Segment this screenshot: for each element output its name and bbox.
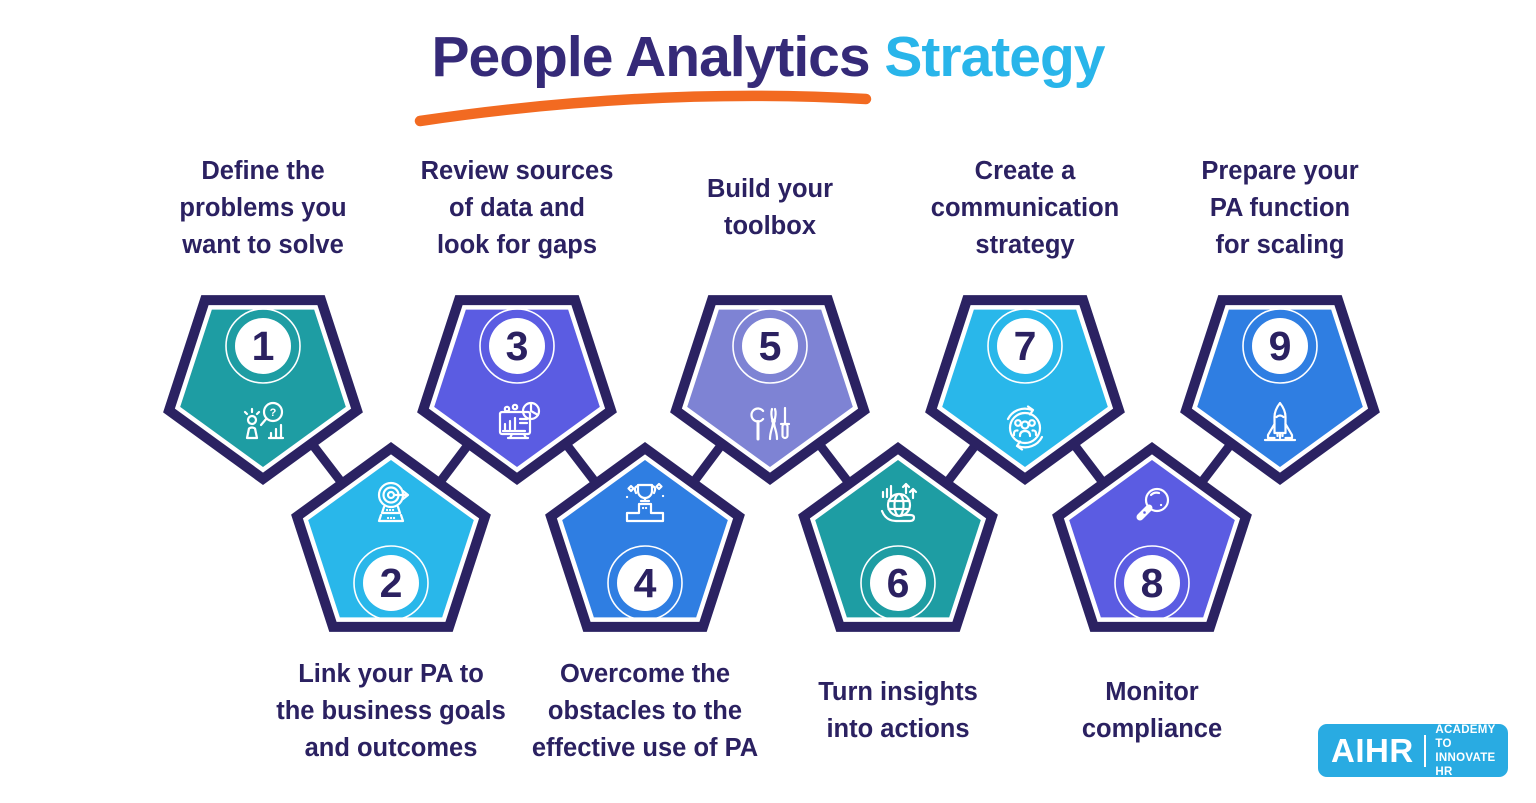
step-label-1: Define the problems you want to solve bbox=[179, 156, 347, 259]
number-ring bbox=[353, 545, 429, 621]
problem-analysis-icon: ? bbox=[243, 401, 285, 440]
number-ring bbox=[1114, 545, 1190, 621]
pentagon-step-7: 7 bbox=[925, 295, 1125, 485]
step-number: 2 bbox=[380, 560, 403, 606]
number-circle bbox=[617, 555, 673, 611]
number-circle bbox=[1124, 555, 1180, 611]
pentagon-step-4: 4 bbox=[545, 442, 745, 632]
trophy-podium-icon bbox=[625, 482, 665, 523]
insights-globe-icon bbox=[880, 482, 918, 523]
page-title: People Analytics Strategy bbox=[0, 24, 1536, 90]
number-ring bbox=[860, 545, 936, 621]
step-number: 3 bbox=[506, 323, 529, 369]
compliance-magnifier-icon bbox=[1136, 487, 1170, 521]
step-label-7: Create a communication strategy bbox=[930, 156, 1120, 259]
data-dashboard-icon bbox=[498, 401, 541, 440]
title-accent: Strategy bbox=[884, 25, 1105, 89]
title-main: People Analytics bbox=[431, 25, 871, 89]
number-ring bbox=[607, 545, 683, 621]
step-number: 8 bbox=[1141, 560, 1164, 606]
number-circle bbox=[997, 318, 1053, 374]
aihr-logo-divider bbox=[1423, 734, 1427, 767]
step-label-6: Turn insights into actions bbox=[818, 678, 978, 743]
number-ring bbox=[1242, 308, 1318, 384]
pentagon-step-8: 8 bbox=[1052, 442, 1252, 632]
number-circle bbox=[489, 318, 545, 374]
aihr-logo: AIHR ACADEMY TO INNOVATE HR bbox=[1318, 723, 1508, 778]
number-ring bbox=[479, 308, 555, 384]
step-label-5: Build your toolbox bbox=[706, 175, 834, 240]
step-label-8: Monitor compliance bbox=[1081, 678, 1223, 743]
svg-text:?: ? bbox=[270, 407, 277, 419]
number-ring bbox=[225, 308, 301, 384]
title-underline-swoosh bbox=[414, 90, 872, 127]
number-circle bbox=[235, 318, 291, 374]
pentagon-step-2: 2 bbox=[291, 442, 491, 632]
number-circle bbox=[870, 555, 926, 611]
pentagon-step-1: 1 ? bbox=[163, 295, 363, 485]
step-label-4: Overcome the obstacles to the effective … bbox=[531, 659, 759, 762]
communication-people-icon bbox=[1006, 405, 1044, 451]
aihr-logo-brand: AIHR bbox=[1331, 731, 1414, 769]
step-number: 5 bbox=[759, 323, 782, 369]
step-number: 1 bbox=[252, 323, 275, 369]
step-label-9: Prepare your PA function for scaling bbox=[1201, 156, 1359, 259]
step-number: 4 bbox=[634, 560, 657, 606]
toolbox-icon bbox=[750, 406, 791, 441]
number-ring bbox=[987, 308, 1063, 384]
number-circle bbox=[363, 555, 419, 611]
step-label-3: Review sources of data and look for gaps bbox=[420, 156, 614, 259]
pentagon-step-5: 5 bbox=[670, 295, 870, 485]
number-circle bbox=[1252, 318, 1308, 374]
step-number: 9 bbox=[1269, 323, 1292, 369]
step-number: 7 bbox=[1014, 323, 1037, 369]
target-arrow-icon bbox=[377, 481, 410, 523]
number-circle bbox=[742, 318, 798, 374]
rocket-icon bbox=[1263, 401, 1297, 442]
step-label-2: Link your PA to the business goals and o… bbox=[276, 659, 506, 762]
pentagon-step-9: 9 bbox=[1180, 295, 1380, 485]
step-number: 6 bbox=[887, 560, 910, 606]
pentagon-step-3: 3 bbox=[417, 295, 617, 485]
pentagon-step-6: 6 bbox=[798, 442, 998, 632]
aihr-logo-tagline: ACADEMY TO INNOVATE HR bbox=[1435, 723, 1496, 778]
number-ring bbox=[732, 308, 808, 384]
